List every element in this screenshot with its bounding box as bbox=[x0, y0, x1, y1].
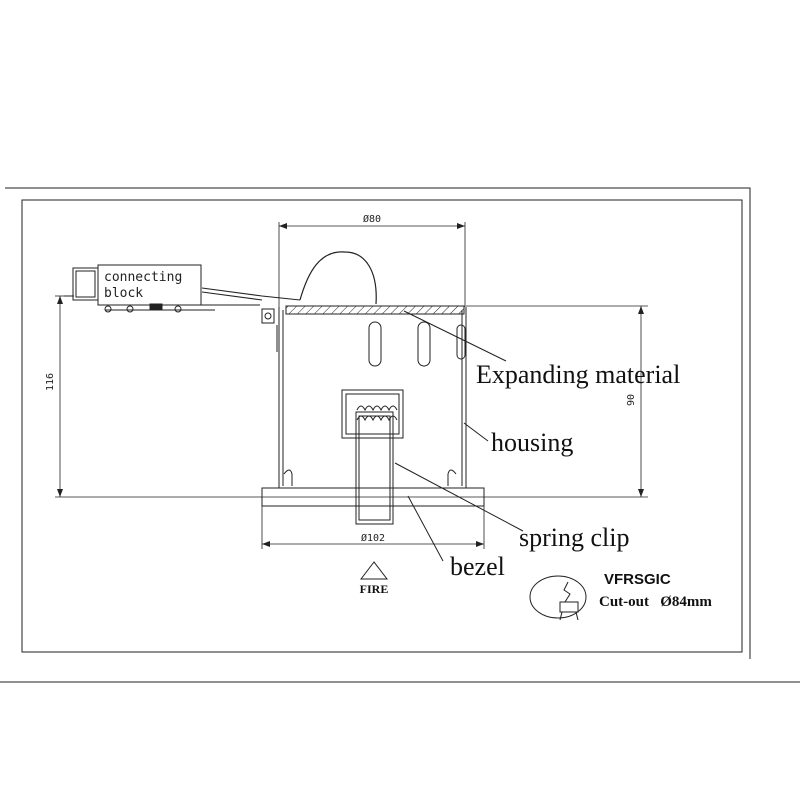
leader-lines bbox=[394, 310, 524, 562]
dim-bezel-width: Ø102 bbox=[361, 532, 385, 544]
cutout-size: Cut-out Ø84mm bbox=[599, 594, 712, 610]
dim-housing-height: 90 bbox=[626, 394, 637, 406]
connecting-block-label-1: connecting bbox=[104, 270, 182, 285]
drawing-frame bbox=[0, 187, 800, 683]
connecting-block bbox=[64, 264, 301, 313]
cable-loop bbox=[299, 251, 377, 305]
label-expanding-material: Expanding material bbox=[476, 360, 680, 389]
expanding-material bbox=[285, 305, 465, 315]
fire-logo: FIRE bbox=[360, 561, 389, 596]
model-number: VFRSGIC bbox=[604, 571, 671, 588]
dimension-arrows bbox=[57, 223, 644, 547]
spring-clip bbox=[341, 389, 404, 525]
egg-fitting-icon bbox=[529, 575, 587, 621]
label-spring-clip: spring clip bbox=[519, 523, 630, 552]
connecting-block-label-2: block bbox=[104, 286, 143, 301]
dim-overall-height: 116 bbox=[45, 373, 56, 391]
dim-top-width: Ø80 bbox=[363, 213, 381, 225]
dimension-lines bbox=[55, 222, 648, 549]
fire-logo-text: FIRE bbox=[360, 582, 389, 596]
label-bezel: bezel bbox=[450, 552, 505, 581]
label-housing: housing bbox=[491, 428, 573, 457]
housing-body bbox=[261, 307, 467, 489]
